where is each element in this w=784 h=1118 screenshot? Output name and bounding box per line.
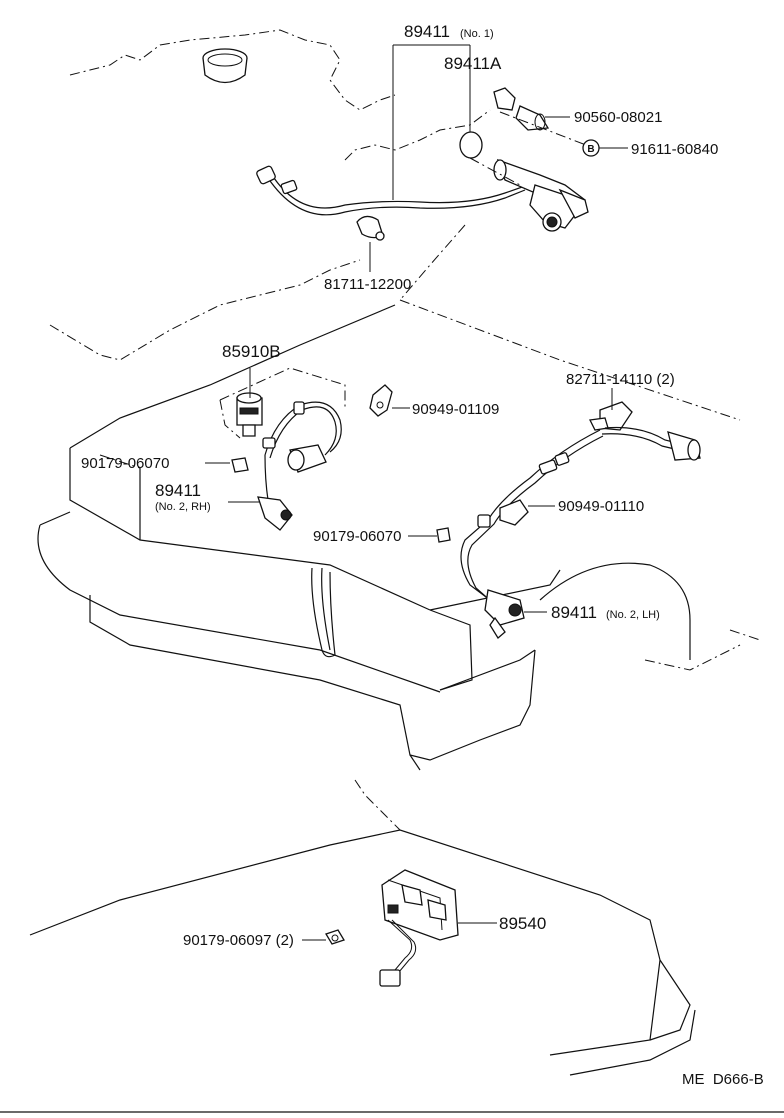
rear-speed-sensor-rh xyxy=(257,401,342,531)
bolt-90179-06070-b xyxy=(436,527,451,543)
part-label-89411-no2-lh: 89411 (No. 2, LH) xyxy=(551,603,660,622)
bolt-91611-60840: B xyxy=(582,139,600,157)
front-speed-sensor-no1 xyxy=(256,158,589,232)
o-ring-89411A xyxy=(459,131,483,159)
part-number: 89411 xyxy=(551,603,597,622)
part-label-89411-no2-rh: 89411 (No. 2, RH) xyxy=(155,481,211,513)
part-label-90949-01109: 90949-01109 xyxy=(412,401,499,418)
clip-82711-14110 xyxy=(589,401,633,431)
radiator-cap xyxy=(202,48,248,84)
engine-bay-outline xyxy=(49,29,741,421)
part-label-90560-08021: 90560-08021 xyxy=(574,109,662,126)
relay-85910B xyxy=(219,367,346,439)
part-note: (No. 1) xyxy=(460,28,494,40)
part-label-90179-06097: 90179-06097 (2) xyxy=(183,932,294,949)
trunk-lid-outline xyxy=(69,304,561,691)
rear-speed-sensor-lh xyxy=(460,426,701,639)
leader-lines-middle xyxy=(99,368,613,613)
part-label-89411-no1: 89411 (No. 1) xyxy=(404,22,494,41)
part-label-81711-12200: 81711-12200 xyxy=(324,276,411,293)
part-note: (No. 2, RH) xyxy=(155,501,211,513)
wheel-arch-outline xyxy=(539,562,761,671)
bolt-marker-b: B xyxy=(587,144,594,155)
part-number: 89411 xyxy=(155,481,201,500)
part-label-89540: 89540 xyxy=(499,914,546,933)
bolt-90179-06097 xyxy=(325,929,345,945)
part-label-89411A: 89411A xyxy=(444,54,502,73)
leader-lines-bottom xyxy=(302,922,497,941)
part-label-85910B: 85910B xyxy=(222,342,281,361)
part-number: 89411 xyxy=(404,22,450,41)
clip-90949-01110 xyxy=(499,499,529,526)
abs-computer-89540 xyxy=(379,869,459,987)
rear-bumper-outline xyxy=(37,511,536,771)
diagram-code: ME D666-B xyxy=(682,1071,764,1088)
clamp-81711-12200 xyxy=(356,215,385,241)
floor-outline xyxy=(29,779,696,1076)
clip-90949-01109 xyxy=(369,384,393,417)
bolt-90179-06070-a xyxy=(231,457,249,473)
bolt-90560-08021 xyxy=(493,87,550,131)
part-label-90179-06070-a: 90179-06070 xyxy=(81,455,169,472)
part-note: (No. 2, LH) xyxy=(606,609,660,621)
part-label-91611-60840: 91611-60840 xyxy=(631,141,718,158)
part-label-82711-14110: 82711-14110 (2) xyxy=(566,371,675,388)
part-label-90179-06070-b: 90179-06070 xyxy=(313,528,401,545)
part-label-90949-01110: 90949-01110 xyxy=(558,498,644,515)
leader-lines-top xyxy=(369,44,628,272)
